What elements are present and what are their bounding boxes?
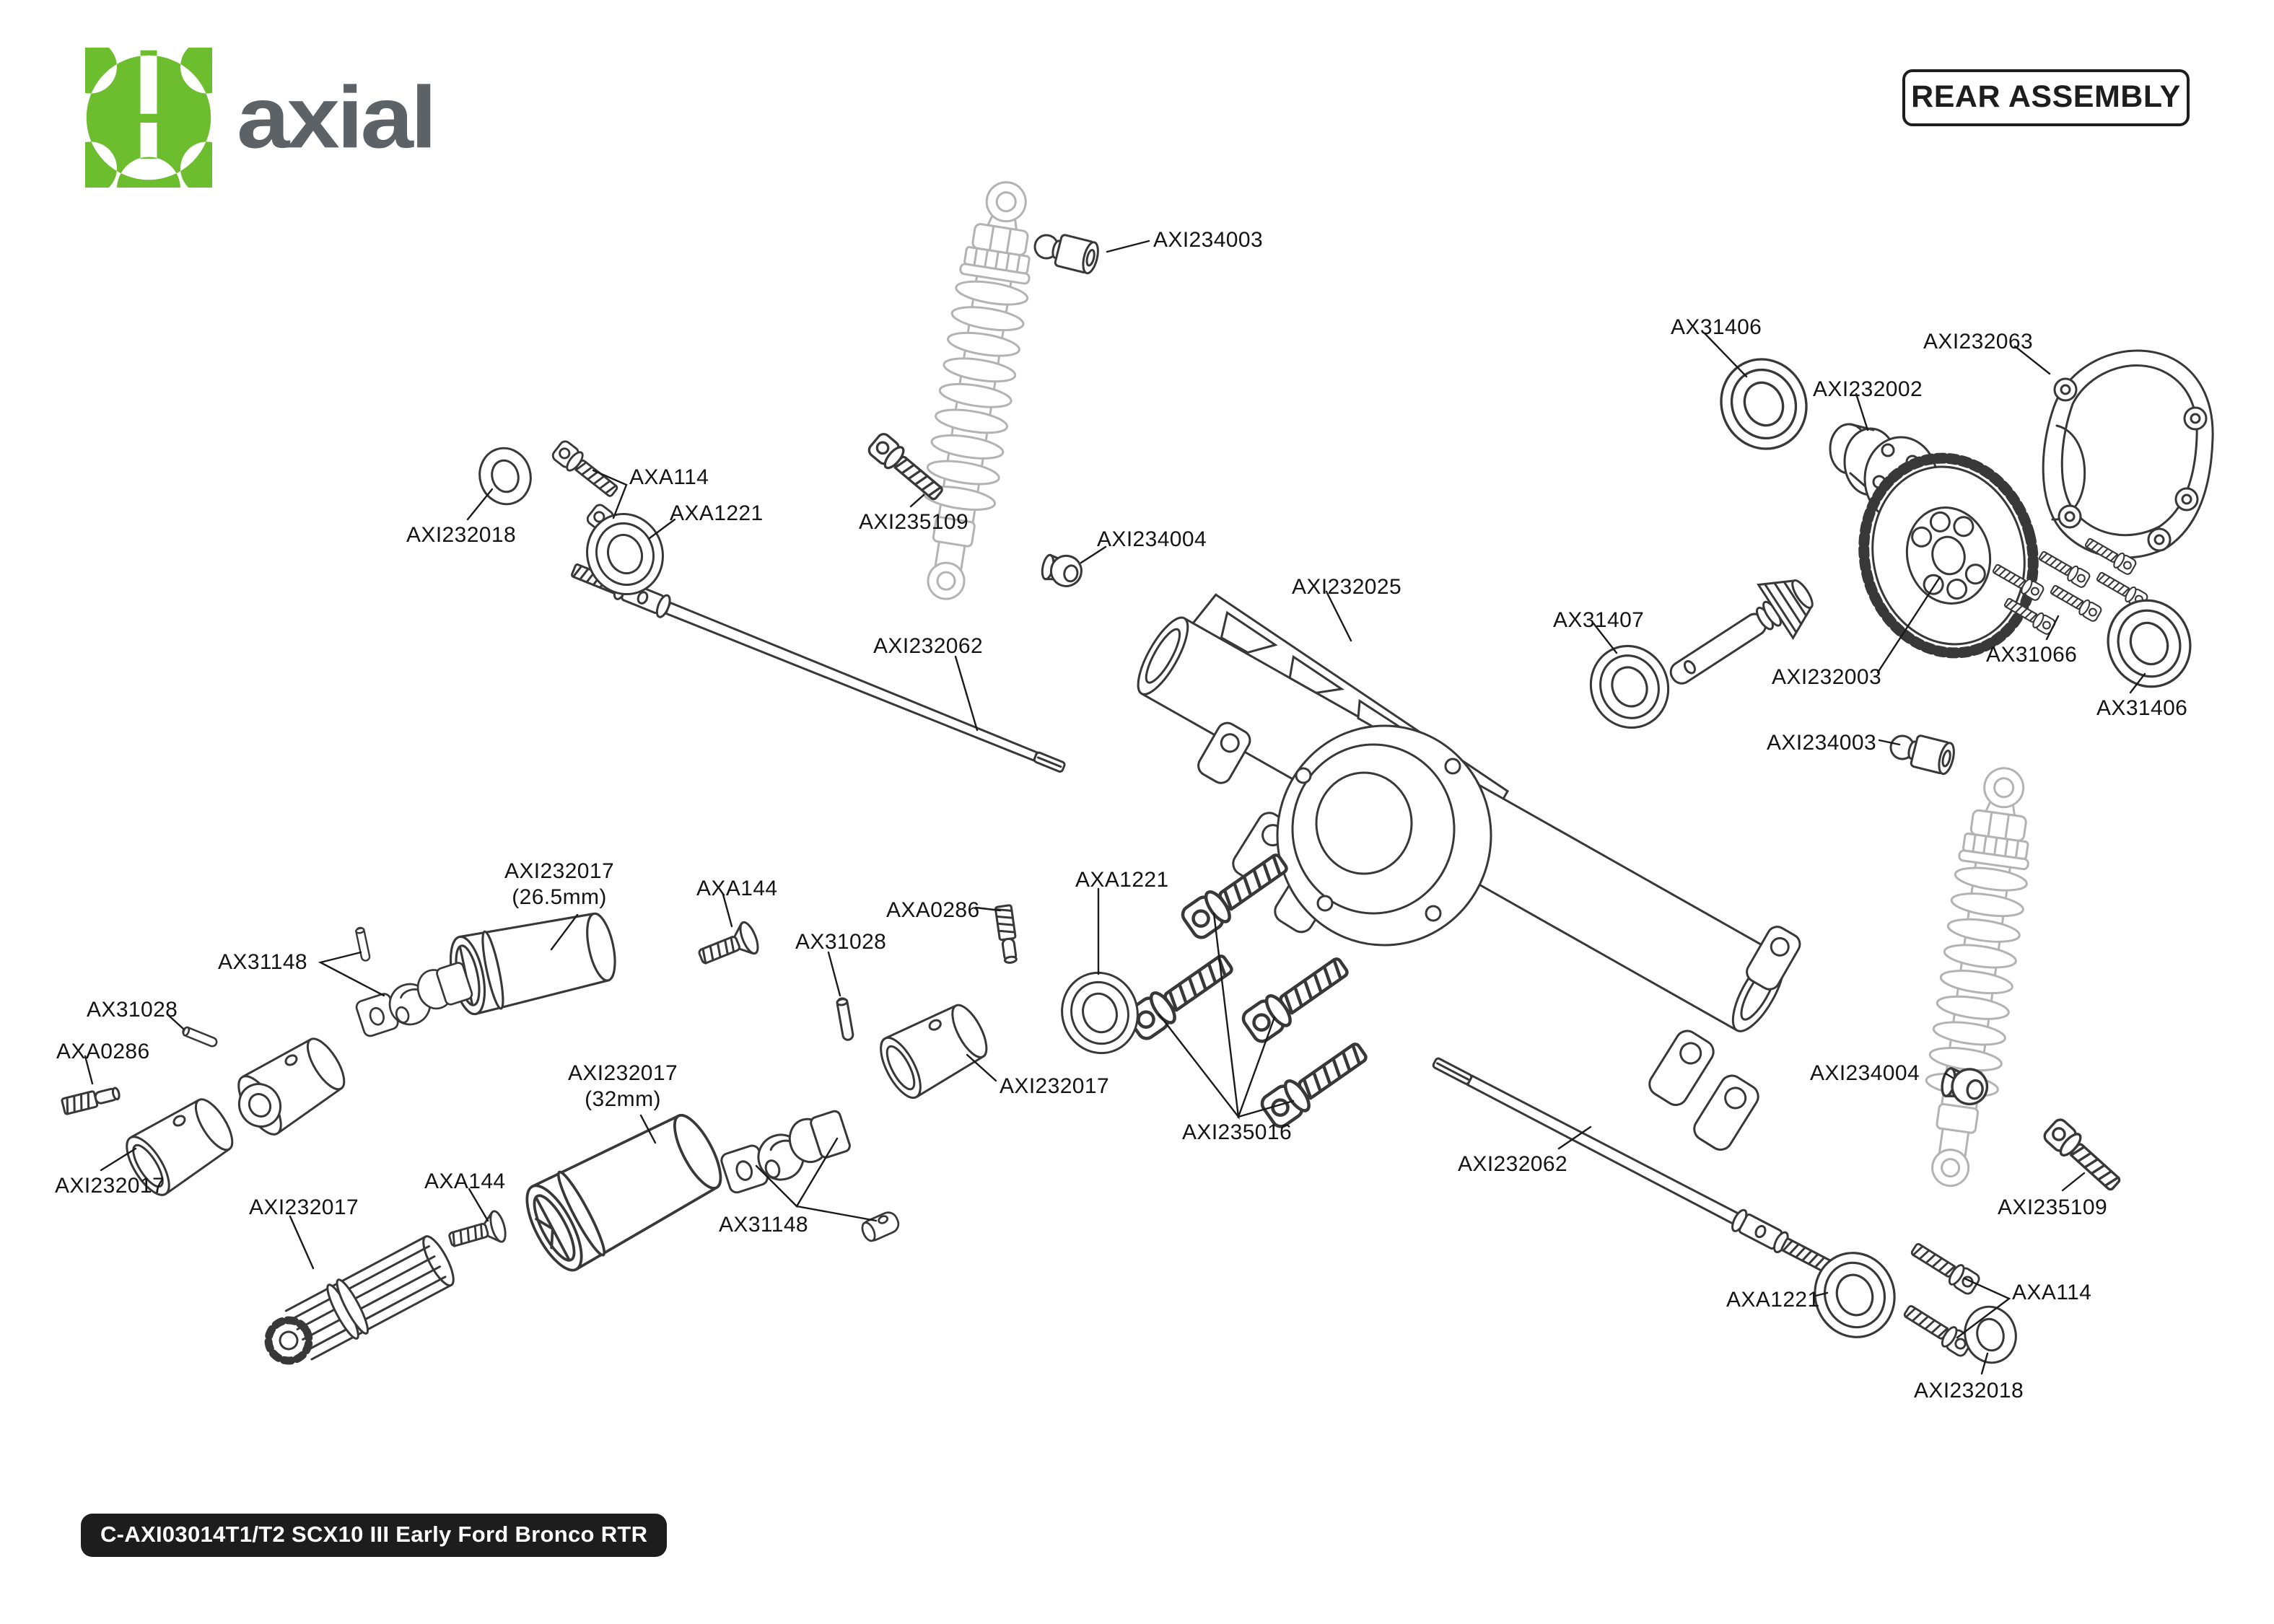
screw-drawing [1899,1299,1975,1359]
part-label-ax31028: AX31028 [795,930,887,954]
part-label-ax31028: AX31028 [87,998,178,1022]
part-label-axi232017-32mm: AXI232017 (32mm) [540,1061,706,1112]
part-label-ax31148: AX31148 [719,1213,809,1237]
driveshaft-sleeve-drawing [515,1102,734,1280]
brand-wordmark: axial [237,68,437,167]
shock-absorber-drawing-right [1911,762,2044,1192]
part-label-axi232018: AXI232018 [1914,1379,2024,1403]
part-label-axi234004: AXI234004 [1810,1061,1920,1085]
coupler-bearing-drawing [237,1037,346,1136]
part-label-axi232062: AXI232062 [1458,1152,1568,1176]
part-label-axi232003: AXI232003 [1772,665,1882,689]
shock-bushing-drawing [1030,227,1102,276]
part-label-ax31406: AX31406 [1671,315,1762,339]
screw-drawing [694,918,763,974]
shock-bushing-drawing [1886,728,1958,777]
part-label-axa144: AXA144 [696,877,778,900]
axial-emblem-icon [85,48,212,188]
set-screw-drawing [994,903,1020,965]
part-size: (26.5mm) [512,885,607,909]
part-number: AXI232017 [504,859,615,883]
screw-drawing [549,438,622,502]
part-label-axa1221: AXA1221 [1726,1288,1820,1312]
part-label-axa1221: AXA1221 [1075,868,1169,892]
part-label-axi232063: AXI232063 [1923,330,2034,354]
part-label-axi232017-26mm: AXI232017 (26.5mm) [476,859,642,910]
bearing-drawing [1577,633,1682,741]
part-label-ax31407: AX31407 [1553,608,1645,632]
part-label-axi232025: AXI232025 [1292,575,1402,599]
axial-logo: axial [85,48,437,188]
pin-drawing [180,1025,219,1049]
pin-drawing [354,926,372,962]
washer-drawing [1957,1299,2024,1370]
part-label-axi234003: AXI234003 [1767,731,1877,755]
axle-shaft-drawing-left [568,558,1070,780]
axle-housing-drawing [1137,593,1801,1151]
part-label-axa0286: AXA0286 [56,1040,150,1063]
parts-drawings [60,227,2214,1377]
part-label-ax31148: AX31148 [218,950,308,974]
part-label-axa0286: AXA0286 [886,898,980,922]
bearing-drawing [2093,586,2205,701]
leader-lines [84,240,2146,1375]
diff-cover-drawing [2042,349,2214,559]
part-label-ax31066: AX31066 [1986,643,2078,667]
u-joint-drawing [351,959,477,1041]
part-label-axi232018: AXI232018 [406,523,517,547]
part-label-axi235016: AXI235016 [1182,1120,1293,1144]
part-label-axa144: AXA144 [424,1169,506,1193]
pin-drawing [835,996,855,1042]
bearing-drawing [1705,344,1822,464]
part-label-axi235109: AXI235109 [859,510,969,534]
part-label-axi232017: AXI232017 [1000,1074,1110,1098]
rear-assembly-badge: REAR ASSEMBLY [1902,69,2190,126]
coupler-drawing [872,995,997,1105]
footer-part-code: C-AXI03014T1/T2 SCX10 III Early Ford Bro… [81,1514,668,1557]
splined-shaft-drawing [257,1230,460,1377]
part-label-axa1221: AXA1221 [670,501,764,525]
part-label-axi232002: AXI232002 [1813,377,1923,401]
u-joint-drawing [716,1107,855,1198]
part-label-axa114: AXA114 [629,465,709,489]
screw-drawing [2040,1115,2126,1197]
part-label-axi232017: AXI232017 [249,1195,359,1219]
screw-drawing [445,1208,510,1257]
part-label-axi234004: AXI234004 [1097,527,1207,551]
shock-absorber-drawing-top [906,175,1046,606]
part-label-axi234003: AXI234003 [1153,228,1264,252]
shock-ball-drawing [1038,550,1085,590]
part-label-ax31406: AX31406 [2096,696,2188,720]
part-number: AXI232017 [567,1061,678,1085]
part-size: (32mm) [585,1087,661,1111]
part-label-axi232017: AXI232017 [55,1174,165,1198]
part-label-axi235109: AXI235109 [1998,1195,2108,1219]
bearing-drawing [1050,962,1150,1064]
joint-pin-drawing [858,1208,903,1245]
part-label-axi232062: AXI232062 [873,634,984,658]
set-screw-drawing [60,1084,122,1116]
driveshaft-sleeve-drawing [443,905,623,1019]
screw-drawing [1907,1237,1982,1297]
part-label-axa114: AXA114 [2012,1281,2092,1304]
